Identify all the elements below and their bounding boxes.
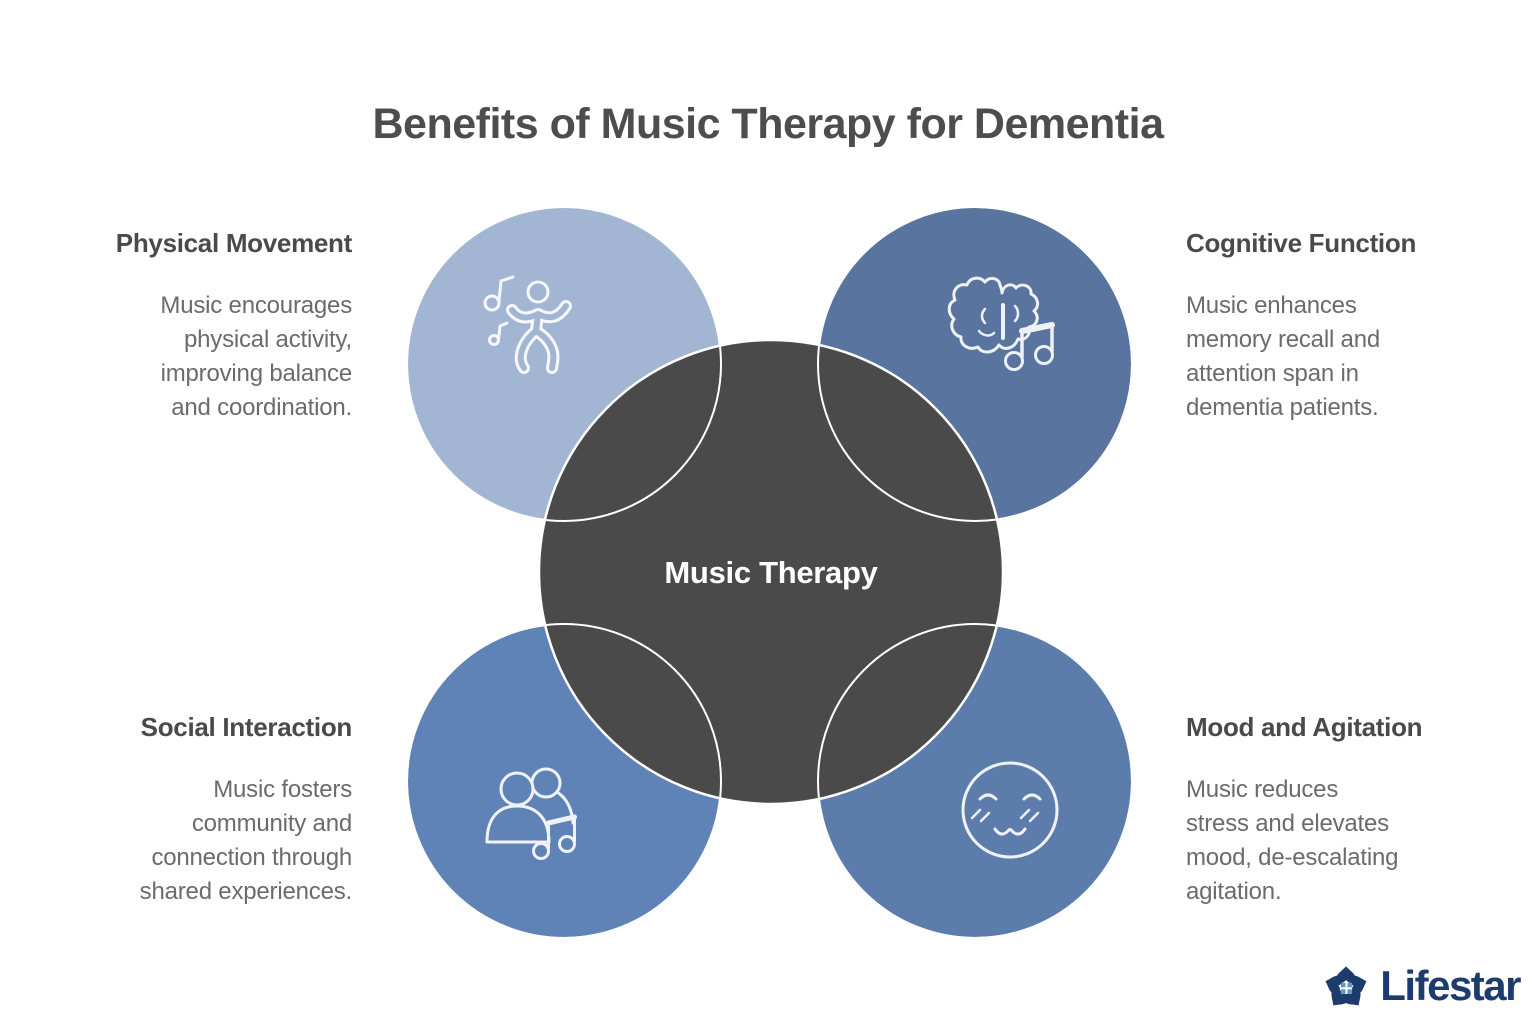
benefit-heading: Cognitive Function — [1186, 228, 1417, 258]
lifestar-wordmark: Lifestar — [1380, 962, 1521, 1009]
benefit-body: Music enhances memory recall and attenti… — [1186, 292, 1381, 422]
center-circle — [537, 338, 1005, 806]
heart-star-window-icon — [1325, 966, 1367, 1006]
benefit-block-physical-movement: Physical Movement Music encourages physi… — [32, 228, 353, 425]
circle-outlines — [406, 206, 1133, 939]
calm-face-icon — [961, 761, 1059, 859]
benefit-body: Music encourages physical activity, impr… — [160, 292, 352, 422]
benefit-heading: Mood and Agitation — [1186, 712, 1423, 742]
benefit-block-mood-agitation: Mood and Agitation Music reduces stress … — [1186, 712, 1506, 909]
logo-window-panes — [1341, 982, 1353, 994]
benefit-block-cognitive-function: Cognitive Function Music enhances memory… — [1186, 228, 1506, 425]
benefit-body: Music fosters community and connection t… — [139, 776, 353, 906]
benefit-body: Music reduces stress and elevates mood, … — [1186, 776, 1399, 906]
benefit-block-social-interaction: Social Interaction Music fosters communi… — [32, 712, 353, 909]
page-title: Benefits of Music Therapy for Dementia — [372, 100, 1165, 148]
people-music-note-icon — [485, 767, 577, 860]
benefit-heading: Physical Movement — [115, 228, 353, 258]
center-label: Music Therapy — [664, 555, 878, 590]
benefit-heading: Social Interaction — [140, 712, 353, 742]
dancing-person-music-notes-icon — [483, 275, 572, 374]
lifestar-logo: Lifestar — [1316, 956, 1521, 1016]
brain-music-note-icon — [947, 276, 1055, 371]
